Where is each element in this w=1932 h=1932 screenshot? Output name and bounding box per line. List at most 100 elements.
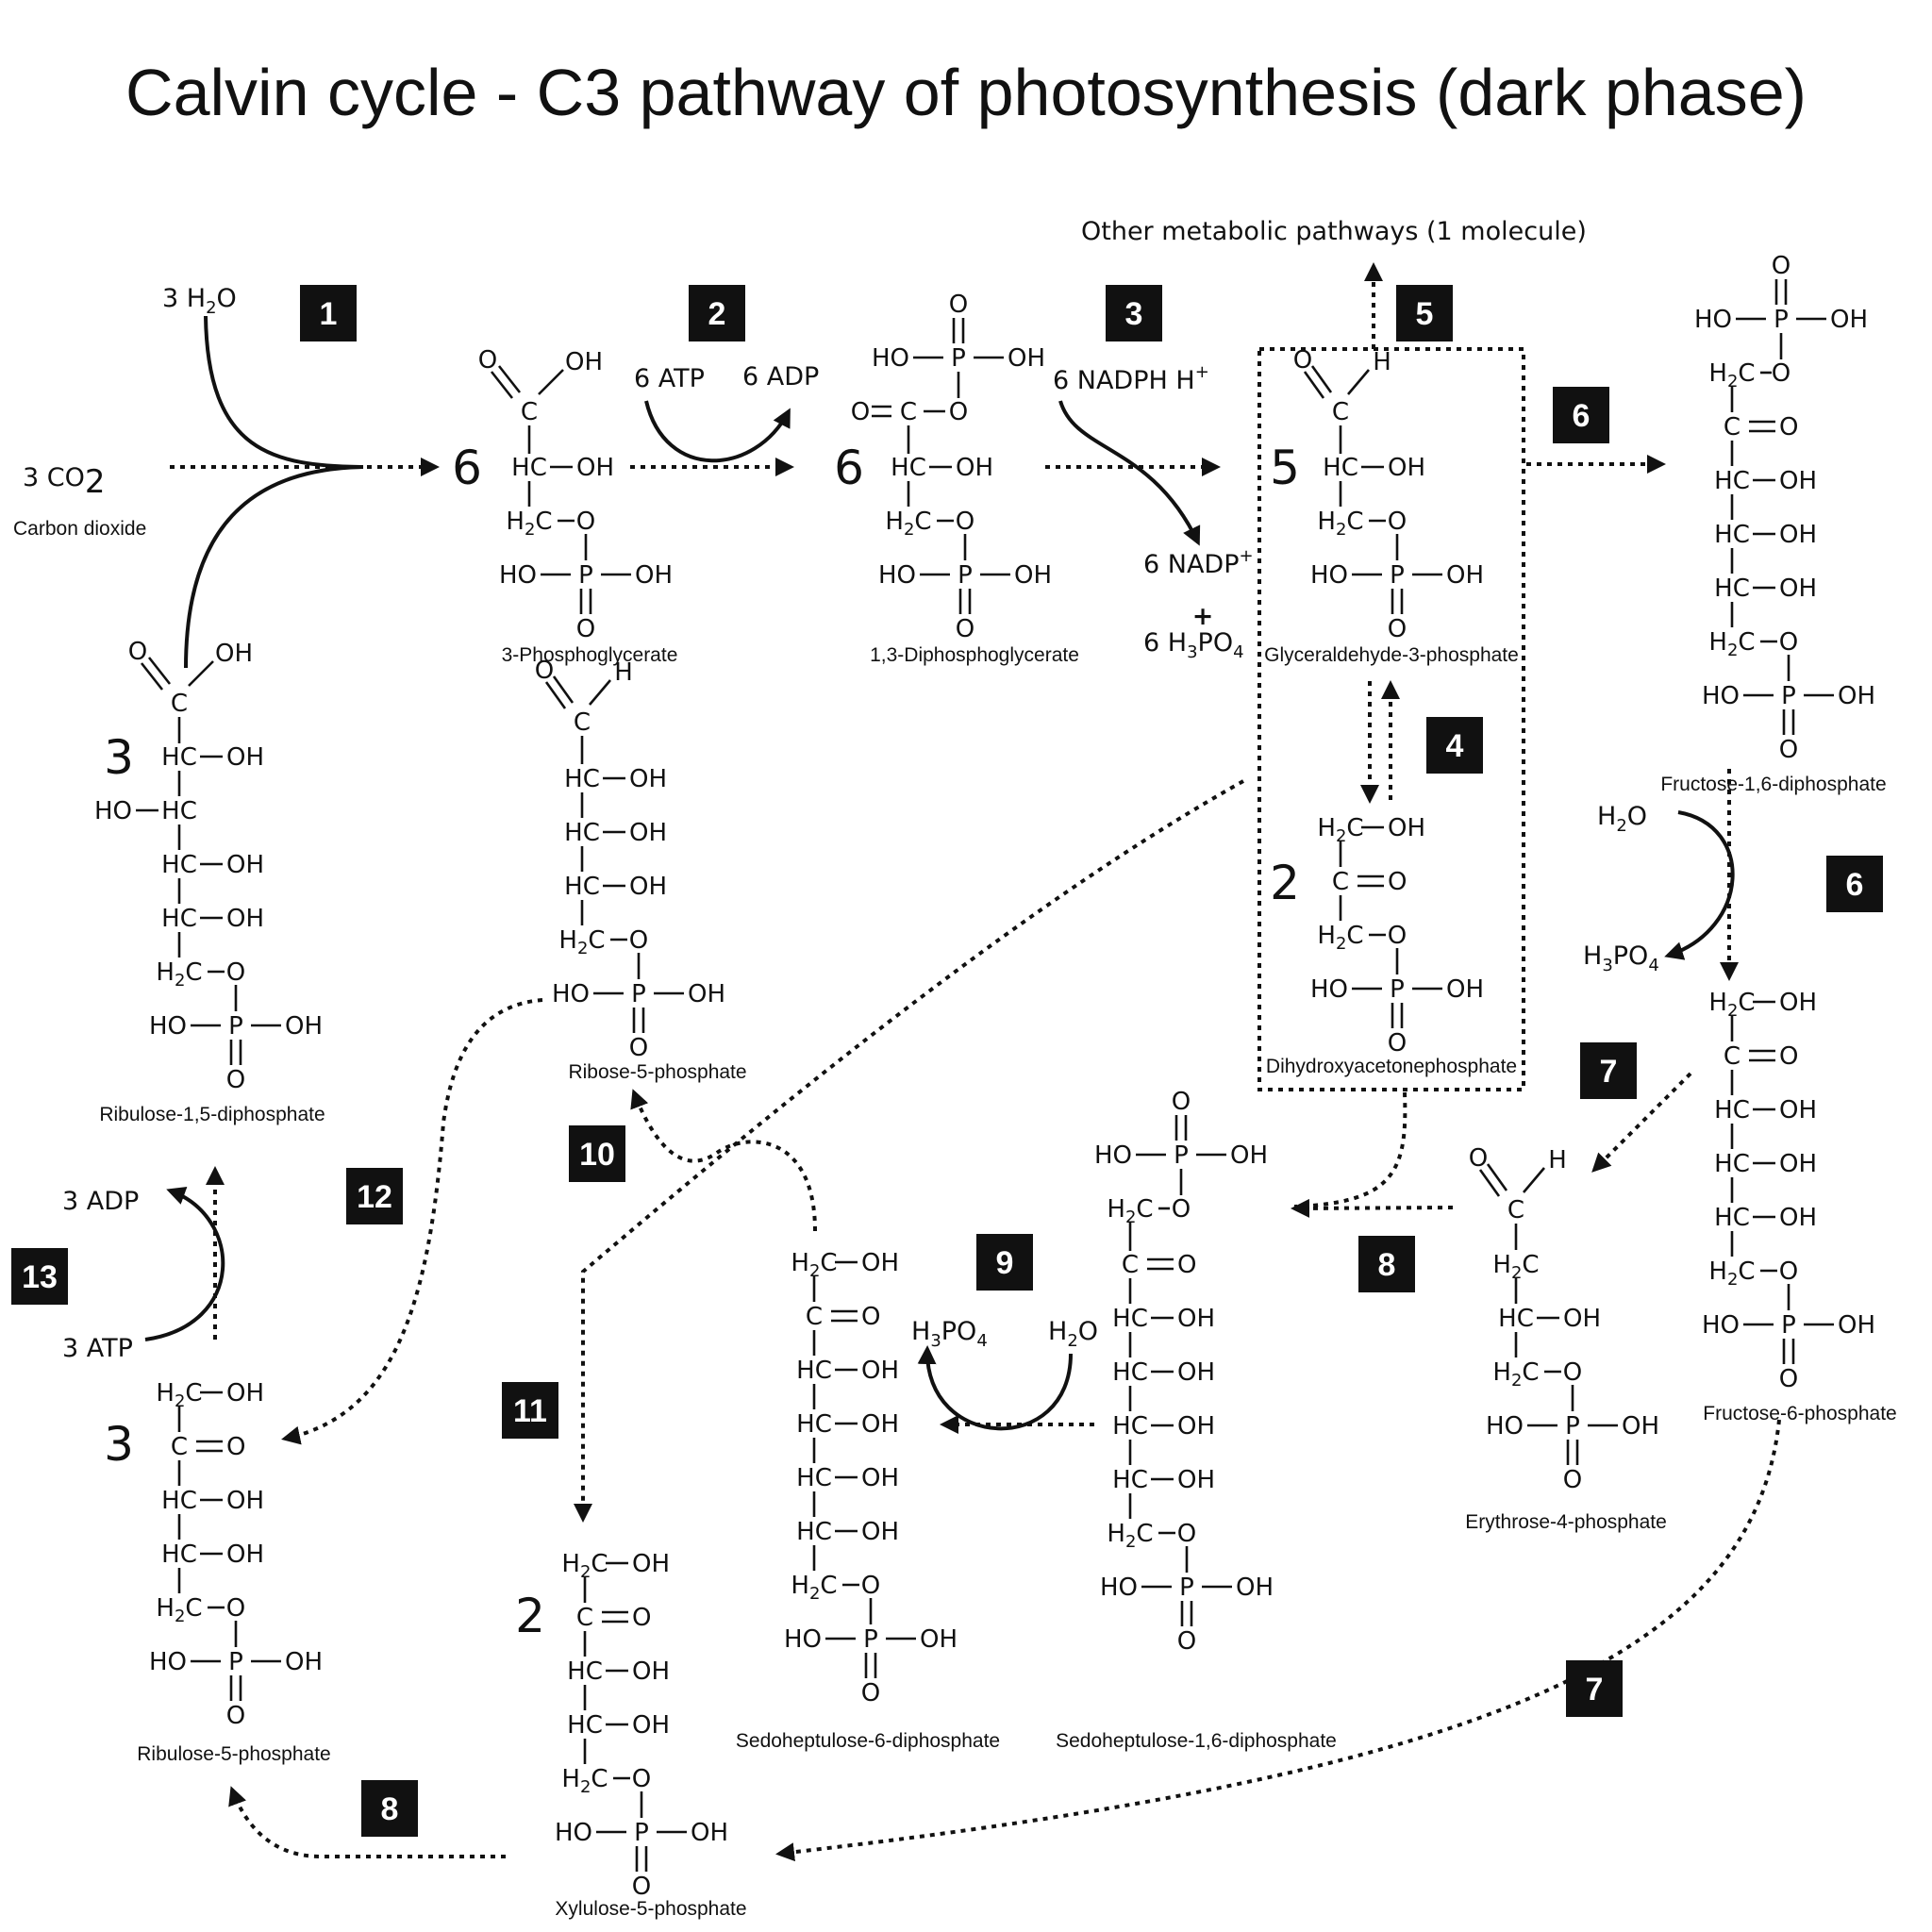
bond [140, 662, 164, 691]
step-number: 4 [1446, 728, 1464, 764]
arrow-water-to-phosphate [1664, 810, 1735, 960]
atom-label: HO [149, 1012, 187, 1041]
arrow-to-ribose5p [630, 1089, 817, 1232]
atom-label: OH [861, 1518, 899, 1546]
step-badge-bg [300, 285, 357, 341]
adp3-label: 3 ADP [62, 1187, 139, 1216]
atom-label: HC [1112, 1305, 1148, 1333]
atom-label: H [614, 658, 633, 687]
atom-label: O [632, 1604, 651, 1632]
molecule-name: 3-Phosphoglycerate [502, 644, 678, 666]
bond [1478, 1169, 1501, 1197]
atom-label: O [1172, 1088, 1191, 1116]
atom-label: HC [1714, 467, 1750, 495]
atom-label: P [228, 1648, 243, 1676]
molecule-count: 2 [1270, 856, 1300, 910]
phosphate-step6: H3PO4 [1583, 941, 1659, 975]
atom-label: HC [161, 743, 197, 772]
atom-label: OH [1008, 344, 1045, 373]
step-badge-11: 11 [502, 1382, 558, 1439]
atom-label: OH [629, 873, 667, 901]
atom-label: H2C [1492, 1251, 1539, 1283]
atom-label: OH [1838, 1311, 1875, 1340]
atom-label: OH [688, 980, 725, 1008]
molecule-name: Sedoheptulose-6-diphosphate [736, 1730, 1000, 1752]
atom-label: OH [1563, 1305, 1601, 1333]
atom-label: OH [861, 1464, 899, 1492]
step-number: 8 [381, 1791, 399, 1827]
atom-label: C [900, 398, 917, 426]
atom-label: O [226, 1702, 245, 1730]
molecule-count: 5 [1270, 441, 1300, 495]
atom-label: HC [1714, 1204, 1750, 1232]
atom-label: P [228, 1012, 243, 1041]
atom-label: O [1388, 922, 1407, 950]
atom-label: O [956, 508, 974, 536]
arrow-nadph-to-nadp [1058, 400, 1201, 546]
atom-label: H2C [156, 958, 202, 991]
atom-label: OH [1388, 814, 1425, 842]
step-number: 1 [320, 296, 338, 332]
atom-label: O [1779, 1365, 1798, 1393]
step-badge-bg [689, 285, 745, 341]
step-badge-6: 6 [1553, 387, 1609, 443]
atom-label: OH [1779, 1096, 1817, 1124]
atom-label: HC [1714, 575, 1750, 603]
molecule-name: Xylulose-5-phosphate [555, 1898, 746, 1920]
atom-label: OH [920, 1625, 958, 1654]
molecule-count: 3 [104, 1417, 134, 1472]
bond [589, 679, 611, 706]
atom-label: HC [564, 873, 600, 901]
atom-label: OH [226, 1541, 264, 1569]
atom-label: H2C [1708, 1257, 1755, 1290]
atom-label: OH [1830, 306, 1868, 334]
atom-label: HO [149, 1648, 187, 1676]
atom-label: C [1122, 1251, 1139, 1279]
atom-label: HO [1094, 1141, 1132, 1170]
atom-label: HC [511, 454, 547, 482]
atom-label: HO [1310, 561, 1348, 590]
atom-label: P [1781, 1311, 1796, 1340]
page-title: Calvin cycle - C3 pathway of photosynthe… [125, 56, 1807, 129]
bond [544, 681, 567, 709]
step-badge-4: 4 [1426, 717, 1483, 774]
atom-label: HC [796, 1518, 832, 1546]
step-badge-bg [361, 1780, 418, 1837]
atom-label: O [1177, 1251, 1196, 1279]
atom-label: OH [226, 905, 264, 933]
atom-label: P [1390, 975, 1405, 1004]
atom-label: H2C [561, 1765, 608, 1797]
atom-label: O [861, 1572, 880, 1600]
atom-label: H2C [1708, 989, 1755, 1021]
atom-label: OH [1779, 1150, 1817, 1178]
step-number: 8 [1378, 1247, 1396, 1283]
atom-label: O [1388, 868, 1407, 896]
atom-label: OH [1779, 1204, 1817, 1232]
atom-label: H2C [1708, 628, 1755, 660]
triose-phosphate-box [1257, 347, 1525, 1091]
step-badge-bg [1566, 1660, 1623, 1717]
atom-label: H2C [558, 926, 605, 958]
atom-label: O [226, 1433, 245, 1461]
atom-label: HO [1702, 1311, 1740, 1340]
reaction-arrows [144, 262, 1781, 1862]
nadph-label: 6 NADPH H+ [1053, 362, 1209, 395]
atom-label: OH [1177, 1466, 1215, 1494]
step-number: 2 [708, 296, 726, 332]
step-badge-bg [1106, 285, 1162, 341]
atom-label: HO [1702, 682, 1740, 710]
atom-label: O [1779, 736, 1798, 764]
atom-label: HC [1714, 1096, 1750, 1124]
step-badge-10: 10 [569, 1125, 625, 1182]
step-badge-bg [1553, 387, 1609, 443]
atom-label: HC [1498, 1305, 1534, 1333]
atom-label: O [226, 958, 245, 987]
atom-label: P [1774, 306, 1789, 334]
atom-label: C [576, 1604, 593, 1632]
